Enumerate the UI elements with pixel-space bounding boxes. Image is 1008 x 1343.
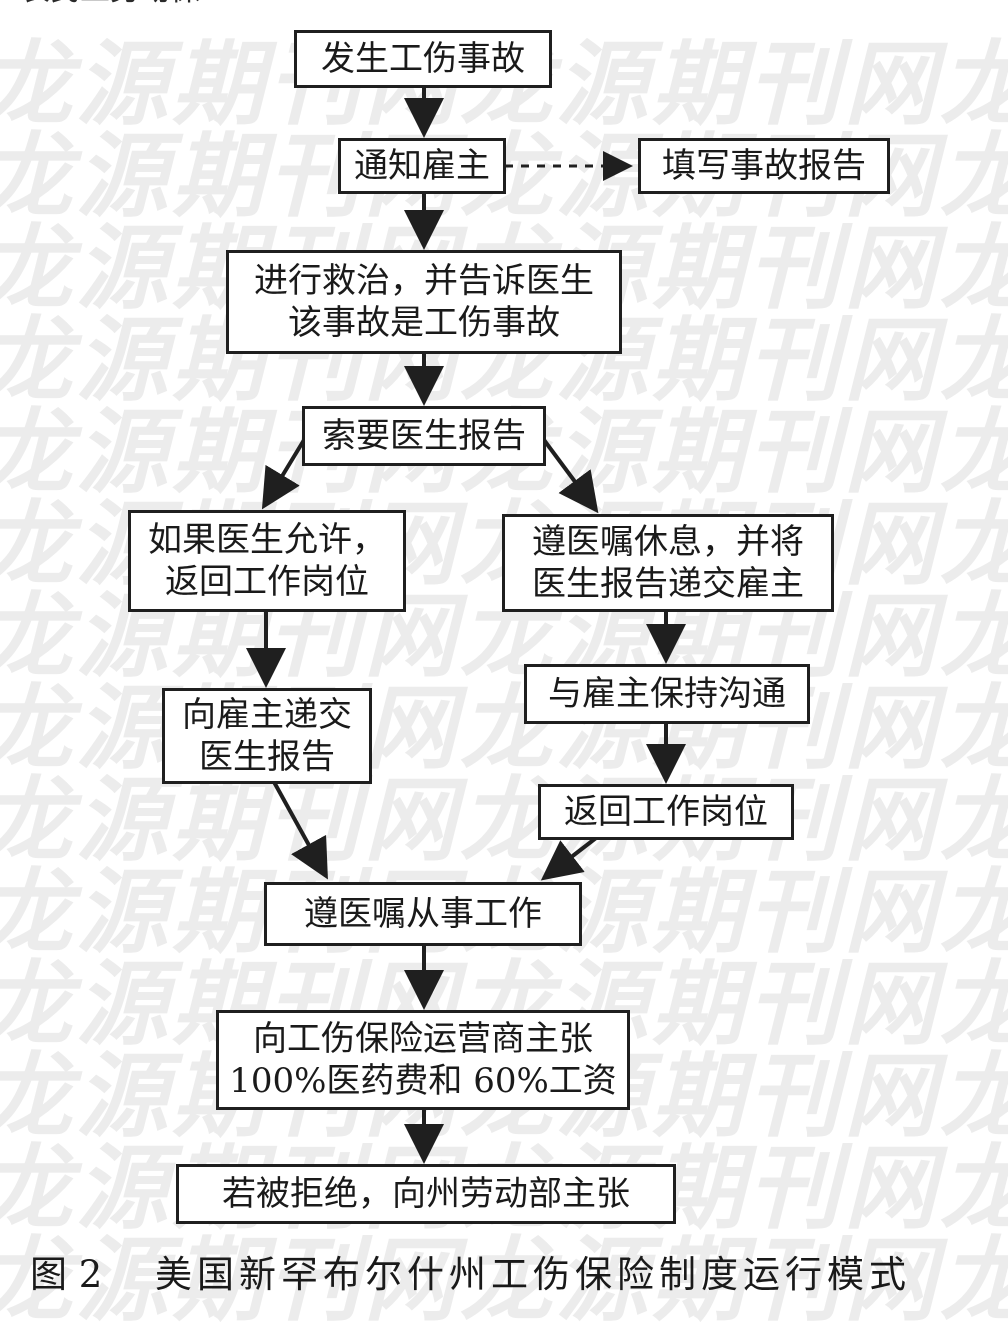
node-submit-report: 向雇主递交 医生报告 [162, 688, 372, 784]
node-if-allowed: 如果医生允许， 返回工作岗位 [128, 510, 406, 612]
node-claim-line1: 向工伤保险运营商主张 [253, 1019, 593, 1059]
figure-caption: 图 2 美国新罕布尔什州工伤保险制度运行模式 [30, 1248, 990, 1302]
node-if-allowed-line1: 如果医生允许， [148, 520, 386, 560]
arrow-request-to-rest [542, 438, 599, 514]
node-rest-line2: 医生报告递交雇主 [532, 564, 804, 604]
figure-title: 美国新罕布尔什州工伤保险制度运行模式 [155, 1253, 911, 1296]
node-rest-line1: 遵医嘱休息，并将 [532, 522, 804, 562]
node-submit-report-line2: 医生报告 [199, 737, 335, 777]
node-return-work-text: 返回工作岗位 [564, 792, 768, 832]
node-claim: 向工伤保险运营商主张 100%医药费和 60%工资 [216, 1010, 630, 1110]
node-notify-employer: 通知雇主 [338, 138, 506, 194]
node-if-allowed-line2: 返回工作岗位 [165, 562, 369, 602]
node-treatment-line1: 进行救治，并告诉医生 [254, 261, 594, 301]
node-keep-contact: 与雇主保持沟通 [524, 664, 810, 724]
arrow-submit-to-work [272, 781, 328, 880]
node-notify-employer-text: 通知雇主 [354, 146, 490, 186]
node-if-refused-text: 若被拒绝，向州劳动部主张 [222, 1174, 630, 1214]
node-fill-report-text: 填写事故报告 [662, 146, 866, 186]
node-claim-line2: 100%医药费和 60%工资 [229, 1061, 617, 1101]
arrow-request-to-allowed [261, 438, 306, 510]
node-work-per-doctor-text: 遵医嘱从事工作 [304, 894, 542, 934]
arrow-return-to-work [540, 836, 598, 881]
node-return-work: 返回工作岗位 [538, 784, 794, 840]
node-accident: 发生工伤事故 [294, 30, 552, 88]
node-if-refused: 若被拒绝，向州劳动部主张 [176, 1164, 676, 1224]
node-keep-contact-text: 与雇主保持沟通 [548, 674, 786, 714]
node-fill-report: 填写事故报告 [638, 138, 890, 194]
node-treatment-line2: 该事故是工伤事故 [288, 303, 560, 343]
node-request-report-text: 索要医生报告 [322, 416, 526, 456]
node-work-per-doctor: 遵医嘱从事工作 [264, 882, 582, 946]
header-fragment: 农民工劳动保 [20, 0, 200, 8]
node-accident-text: 发生工伤事故 [321, 39, 525, 79]
figure-number: 图 2 [30, 1253, 103, 1296]
node-request-report: 索要医生报告 [302, 406, 546, 466]
node-submit-report-line1: 向雇主递交 [182, 695, 352, 735]
node-rest: 遵医嘱休息，并将 医生报告递交雇主 [502, 514, 834, 612]
node-treatment: 进行救治，并告诉医生 该事故是工伤事故 [226, 250, 622, 354]
